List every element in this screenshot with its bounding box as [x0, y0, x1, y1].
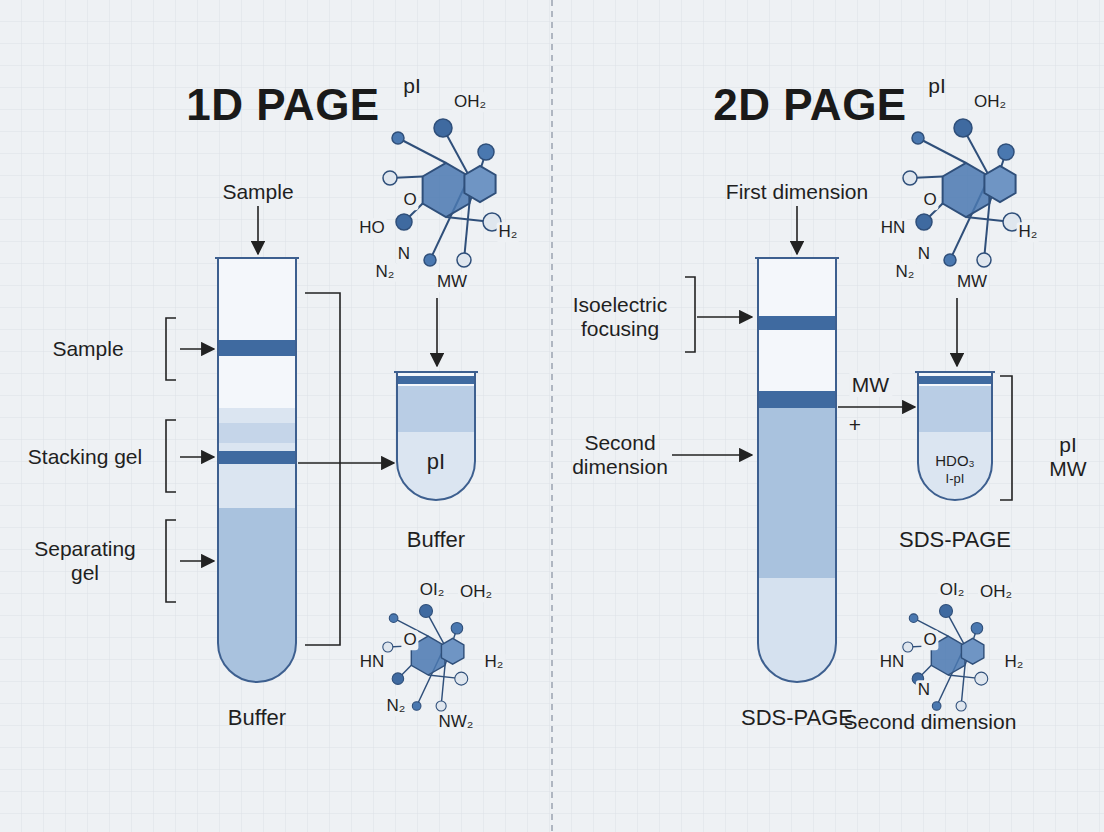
atom-label: H₂	[1003, 652, 1026, 672]
atom-label: O	[401, 630, 418, 650]
vessel-caption: Buffer	[228, 705, 286, 731]
atom-label: MW	[435, 272, 469, 292]
section-heading: 2D PAGE	[713, 80, 906, 131]
atom-label: HN	[879, 218, 908, 238]
part-label: pI	[1059, 433, 1077, 457]
part-label: pI	[928, 74, 946, 98]
vessel-content: HDO₃	[935, 452, 974, 469]
gel-tube: SDS-PAGE	[758, 258, 836, 682]
atom-label: OH₂	[458, 582, 494, 602]
gel-tube: Buffer	[218, 258, 296, 682]
vessel-outline	[758, 258, 836, 682]
part-label: Separating gel	[30, 537, 140, 585]
atom-label: O	[921, 630, 938, 650]
vessel-outline	[218, 258, 296, 682]
buffer-beaker: pIBuffer	[397, 372, 475, 500]
part-label: +	[849, 413, 861, 437]
molecule	[383, 119, 501, 267]
atom-label: N	[916, 680, 932, 700]
atom-label: H₂	[483, 652, 506, 672]
atom-label: OH₂	[972, 92, 1008, 112]
atom-label: N₂	[374, 262, 397, 282]
atom-label: H₂	[1017, 222, 1040, 242]
buffer-beaker: HDO₃I-pISDS-PAGE	[918, 372, 992, 500]
connector-arrow	[298, 462, 394, 464]
atom-label: N	[916, 244, 932, 264]
molecule	[383, 604, 468, 711]
atom-label: MW	[955, 272, 989, 292]
vessel-outline	[397, 372, 475, 500]
part-label: Second dimension	[560, 431, 680, 479]
atom-label: HO	[357, 218, 387, 238]
molecule	[903, 119, 1021, 267]
part-label: Sample	[222, 180, 293, 204]
vessel-content: pI	[427, 449, 445, 475]
part-label: MW	[1049, 457, 1086, 481]
part-label: Sample	[52, 337, 123, 361]
molecule	[903, 604, 988, 711]
atom-label: O	[401, 190, 418, 210]
atom-label: OH₂	[452, 92, 488, 112]
atom-label: H₂	[497, 222, 520, 242]
atom-label: N	[396, 244, 412, 264]
atom-label: OI₂	[938, 580, 967, 600]
vessel-caption: Buffer	[407, 527, 465, 553]
part-label: Stacking gel	[28, 445, 142, 469]
vessel-caption: SDS-PAGE	[741, 705, 853, 731]
atom-label: O	[921, 190, 938, 210]
molecule-illustrations	[383, 119, 1021, 711]
atom-label: N₂	[894, 262, 917, 282]
connector-arrow	[838, 406, 915, 408]
vessel-content: I-pI	[946, 471, 965, 486]
atom-label: OH₂	[978, 582, 1014, 602]
section-heading: 1D PAGE	[186, 80, 379, 131]
part-label: Isoelectric focusing	[558, 293, 683, 341]
atom-label: HN	[358, 652, 387, 672]
vessel-caption: SDS-PAGE	[899, 527, 1011, 553]
divider	[551, 0, 553, 832]
atom-label: HN	[878, 652, 907, 672]
connector-label: MW	[849, 373, 892, 397]
atom-label: NW₂	[437, 712, 476, 732]
atom-label: OI₂	[418, 580, 447, 600]
part-label: pI	[403, 74, 421, 98]
part-label: First dimension	[726, 180, 868, 204]
atom-label: N₂	[385, 696, 408, 716]
part-label: Second dimension	[844, 710, 1017, 734]
